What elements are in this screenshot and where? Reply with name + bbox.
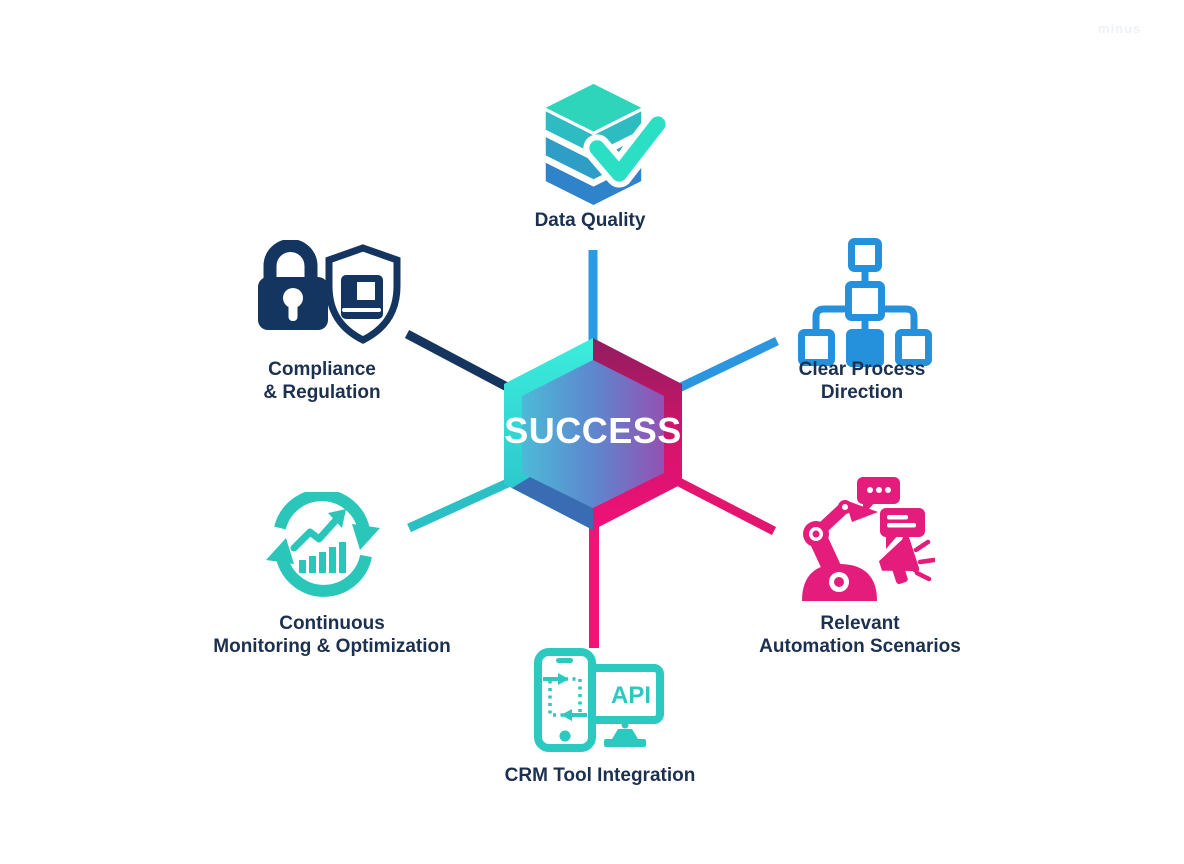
- robot-arm-megaphone-chat-icon: [802, 477, 935, 601]
- spoke-bottom-left: [407, 477, 512, 533]
- robot-arm-icon: [802, 500, 878, 601]
- lock-shield-book-icon: [258, 240, 401, 344]
- label-continuous-monitoring: Continuous Monitoring & Optimization: [213, 613, 451, 657]
- label-crm-tool-integration: CRM Tool Integration: [504, 765, 696, 786]
- book-icon: [341, 275, 383, 319]
- bar-chart-icon: [299, 542, 346, 573]
- monitor-icon: API: [585, 664, 664, 747]
- label-relevant-automation: Relevant Automation Scenarios: [759, 613, 961, 657]
- checkmark-icon: [589, 116, 666, 182]
- lock-icon: [258, 240, 328, 330]
- spoke-top-right: [677, 336, 779, 393]
- success-title: SUCCESS: [504, 410, 682, 451]
- growth-arrow-icon: [290, 516, 340, 552]
- success-hexagon: [504, 338, 682, 530]
- hexagon-bottom-bevel: [512, 477, 593, 530]
- spoke-bottom-right: [676, 478, 777, 535]
- megaphone-icon: [878, 535, 935, 584]
- label-data-quality: Data Quality: [534, 210, 646, 231]
- flowchart-hierarchy-icon: [798, 238, 932, 367]
- corner-watermark: minus: [1098, 21, 1142, 36]
- label-compliance-regulation: Compliance & Regulation: [263, 359, 381, 403]
- phone-monitor-api-icon: API: [534, 648, 664, 752]
- sync-arrows-bar-chart-icon: [266, 492, 380, 597]
- chat-bubble-lines-icon: [880, 508, 925, 549]
- arrowhead-left-icon: [266, 538, 294, 564]
- spoke-top-left: [404, 330, 512, 392]
- database-stack-check-icon: [545, 83, 672, 205]
- arrowhead-right-icon: [352, 524, 380, 550]
- smartphone-icon: [534, 648, 596, 752]
- arrow-left-icon: [561, 709, 572, 721]
- hexagon-face: [522, 360, 664, 508]
- label-clear-process-direction: Clear Process Direction: [798, 359, 926, 403]
- api-label: API: [611, 682, 651, 709]
- arrow-right-icon: [558, 673, 569, 685]
